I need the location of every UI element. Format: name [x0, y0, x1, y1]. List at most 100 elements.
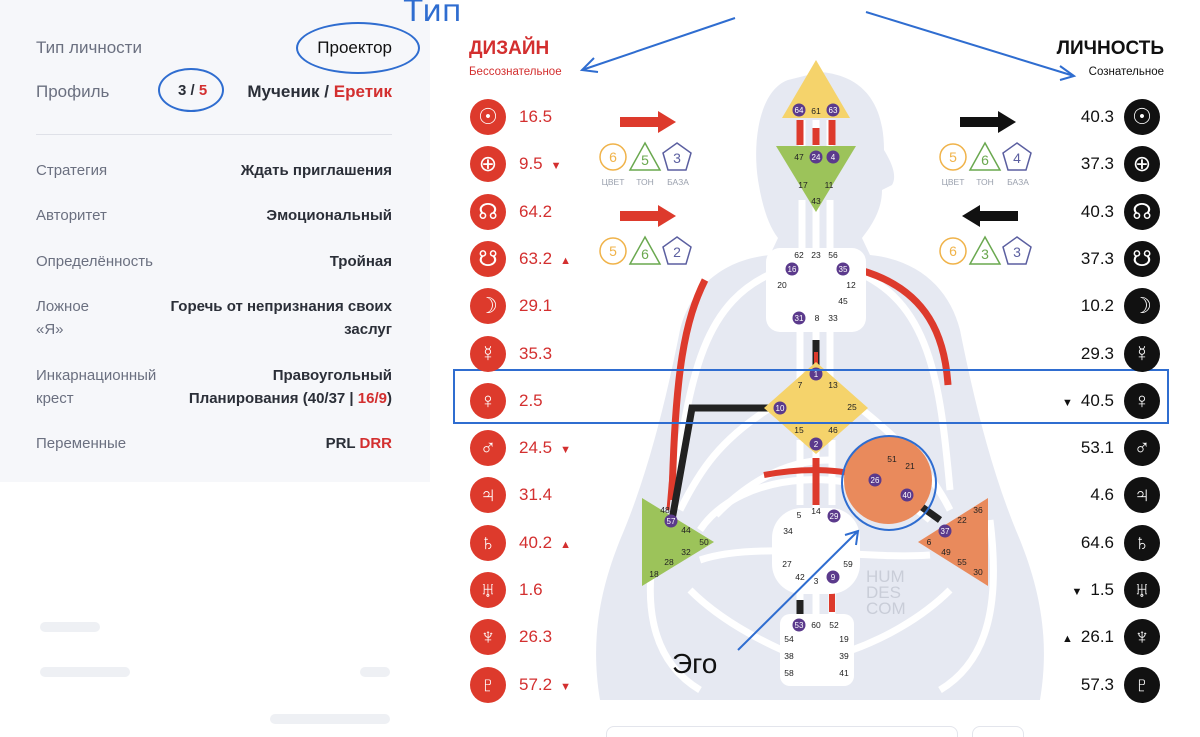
- design-planet-value: 57.2▼: [519, 675, 571, 695]
- spleen-center: [642, 498, 714, 586]
- false-self-label-2: «Я»: [36, 321, 64, 338]
- svg-text:24: 24: [812, 153, 821, 162]
- svg-text:21: 21: [905, 461, 915, 471]
- svg-text:27: 27: [782, 559, 792, 569]
- svg-text:17: 17: [798, 180, 808, 190]
- svg-text:41: 41: [839, 668, 849, 678]
- design-planet-value: 1.6: [519, 580, 543, 600]
- variables-b: DRR: [359, 435, 393, 452]
- strategy-row: Стратегия Ждать приглашения: [36, 162, 392, 182]
- svg-text:2: 2: [814, 440, 819, 449]
- personality-planet-value: 64.6: [1024, 533, 1114, 553]
- design-planet-value: 2.5: [519, 391, 543, 411]
- svg-text:8: 8: [815, 313, 820, 323]
- svg-text:33: 33: [828, 313, 838, 323]
- uranus-icon: ♅: [1124, 572, 1160, 608]
- variables-row: Переменные PRL DRR: [36, 435, 392, 455]
- moon-icon: ☽: [1124, 288, 1160, 325]
- design-planet-number: 16.5: [519, 107, 553, 126]
- design-planet-number: 29.1: [519, 296, 553, 316]
- cross-value-2: Планирования (40/37 | 16/9): [189, 390, 392, 407]
- profile-name-sep: /: [324, 82, 330, 101]
- svg-text:23: 23: [811, 250, 821, 260]
- design-planet-number: 9.5: [519, 154, 543, 174]
- design-planet-number: 2.5: [519, 390, 543, 410]
- design-planet-mark: ▼: [560, 680, 571, 693]
- design-planet-value: 63.2▲: [519, 249, 571, 269]
- design-planet-value: 35.3: [519, 344, 552, 364]
- detail-label: Авторитет: [36, 207, 107, 224]
- svg-text:16: 16: [788, 265, 797, 274]
- blur-line: [40, 667, 130, 677]
- detail-value: Эмоциональный: [266, 207, 392, 224]
- venus-icon: ♀: [470, 382, 506, 419]
- cross-value-2c: ): [387, 390, 392, 407]
- svg-text:14: 14: [811, 506, 821, 516]
- moon-icon: ☽: [470, 288, 506, 325]
- svg-text:58: 58: [784, 668, 794, 678]
- svg-text:37: 37: [941, 527, 950, 536]
- svg-text:57: 57: [667, 517, 676, 526]
- svg-text:50: 50: [699, 537, 709, 547]
- personality-base-top: 4: [1013, 150, 1021, 166]
- personality-planet-number: 57.3: [1080, 674, 1114, 694]
- personality-planet-number: 4.6: [1090, 485, 1114, 505]
- svg-text:28: 28: [664, 557, 674, 567]
- svg-text:40: 40: [903, 491, 912, 500]
- bottom-input[interactable]: [606, 726, 958, 737]
- personality-planet-value: 37.3: [1024, 154, 1114, 174]
- svg-text:15: 15: [794, 425, 804, 435]
- caption-base: БАЗА: [1007, 177, 1029, 187]
- saturn-icon: ♄: [470, 524, 506, 561]
- personality-planet-number: 53.1: [1080, 438, 1114, 458]
- north-node-icon: ☊: [1124, 193, 1160, 230]
- personality-planet-number: 10.2: [1080, 296, 1114, 316]
- personality-planet-value: 10.2: [1024, 296, 1114, 316]
- svg-text:43: 43: [811, 196, 821, 206]
- type-annotation-text: Тип: [404, 0, 462, 29]
- design-planet-value: 26.3: [519, 627, 552, 647]
- svg-text:39: 39: [839, 651, 849, 661]
- type-label: Тип личности: [36, 38, 142, 57]
- svg-text:10: 10: [776, 404, 785, 413]
- neptune-icon: ♆: [470, 619, 506, 656]
- svg-text:19: 19: [839, 634, 849, 644]
- svg-text:13: 13: [828, 380, 838, 390]
- svg-text:3: 3: [814, 576, 819, 586]
- variables-label: Переменные: [36, 435, 127, 452]
- jupiter-icon: ♃: [470, 477, 506, 514]
- profile-name-a: Мученик: [247, 82, 320, 101]
- caption-color: ЦВЕТ: [942, 177, 965, 187]
- cross-label-1: Инкарнационный: [36, 367, 157, 384]
- design-base-bottom: 2: [673, 244, 681, 260]
- variables-value: PRL DRR: [326, 435, 392, 452]
- detail-label: Стратегия: [36, 162, 108, 179]
- svg-text:64: 64: [795, 106, 804, 115]
- svg-text:34: 34: [783, 526, 793, 536]
- personality-planet-value: 4.6: [1024, 485, 1114, 505]
- svg-text:18: 18: [649, 569, 659, 579]
- design-planet-value: 24.5▼: [519, 438, 571, 458]
- root-center: [780, 614, 854, 686]
- design-planet-number: 24.5: [519, 438, 553, 458]
- svg-text:44: 44: [681, 525, 691, 535]
- svg-text:49: 49: [941, 547, 951, 557]
- blur-line: [270, 714, 390, 724]
- personality-planet-number: 29.3: [1080, 343, 1114, 363]
- cross-label-2: крест: [36, 390, 74, 407]
- design-planet-number: 63.2: [519, 248, 553, 268]
- bottom-button[interactable]: [972, 726, 1024, 737]
- mars-icon: ♂: [470, 430, 506, 467]
- design-tone-bottom: 6: [641, 246, 649, 262]
- personality-planet-value: ▼40.5: [1024, 391, 1114, 411]
- svg-text:51: 51: [887, 454, 897, 464]
- design-planet-value: 31.4: [519, 485, 552, 505]
- blur-line: [40, 622, 100, 632]
- svg-text:59: 59: [843, 559, 853, 569]
- svg-text:5: 5: [797, 510, 802, 520]
- design-arrows: [620, 111, 676, 227]
- design-planet-value: 64.2: [519, 202, 552, 222]
- watermark: HUM DES COM: [866, 567, 906, 618]
- personality-planet-number: 37.3: [1080, 154, 1114, 174]
